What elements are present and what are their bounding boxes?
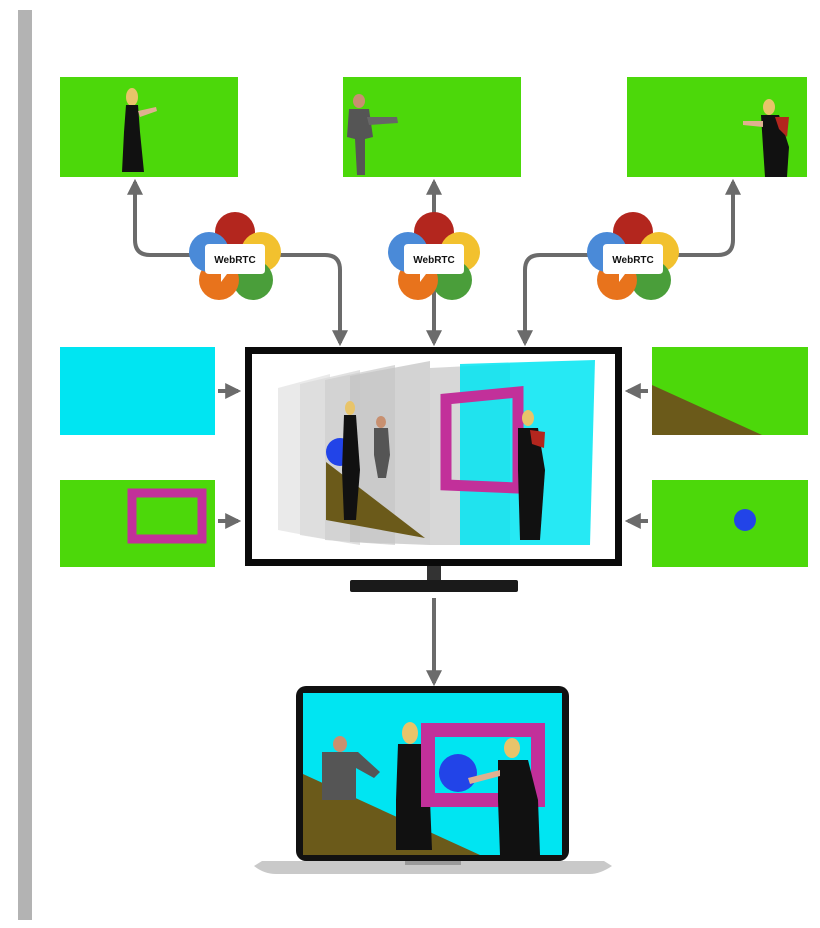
- person-silhouette-left: [122, 88, 157, 172]
- magenta-frame-layer: [440, 385, 524, 494]
- remote-feed-right: [627, 77, 807, 177]
- laptop-composite: [303, 722, 545, 855]
- arrow-left-to-monitor: [270, 253, 348, 347]
- layer-source-blue-circle: [652, 480, 808, 567]
- olive-slope-shape: [652, 385, 762, 435]
- person-silhouette-right: [743, 99, 789, 177]
- webrtc-logo-center: WebRTC: [388, 212, 480, 300]
- layer-source-magenta-frame: [60, 480, 215, 567]
- laptop-base: [254, 861, 612, 874]
- laptop-person-right: [498, 760, 540, 855]
- laptop-blue-circle: [439, 754, 477, 792]
- webrtc-logo-left: WebRTC: [189, 212, 281, 300]
- person-left-layer: [342, 415, 360, 520]
- webrtc-label: WebRTC: [413, 255, 454, 266]
- layered-composition: [278, 360, 595, 545]
- monitor-neck: [427, 566, 441, 580]
- webrtc-logo-right: WebRTC: [587, 212, 679, 300]
- laptop-notch: [405, 861, 461, 865]
- webrtc-arrows: [127, 178, 741, 347]
- monitor: [245, 347, 622, 592]
- layer-source-olive-slope: [652, 347, 808, 435]
- magenta-frame-shape: [127, 488, 207, 544]
- laptop-magenta-frame: [421, 723, 545, 807]
- layer-source-cyan-background: [60, 347, 215, 435]
- webrtc-label: WebRTC: [612, 255, 653, 266]
- remote-feed-center: [343, 77, 521, 177]
- person-silhouette-center: [347, 94, 398, 175]
- blue-circle-shape: [734, 509, 756, 531]
- webrtc-label: WebRTC: [214, 255, 255, 266]
- arrow-to-feed-right: [668, 178, 741, 257]
- monitor-base: [350, 580, 518, 592]
- arrow-right-to-monitor: [517, 253, 598, 347]
- person-center-layer: [374, 428, 390, 478]
- laptop: [254, 686, 612, 874]
- remote-feed-left: [60, 77, 238, 177]
- layer-arrows: [218, 383, 648, 687]
- left-sidebar-bar: [18, 10, 32, 920]
- laptop-person-center: [322, 752, 380, 800]
- person-right-layer: [518, 428, 545, 540]
- arrow-to-feed-left: [127, 178, 200, 257]
